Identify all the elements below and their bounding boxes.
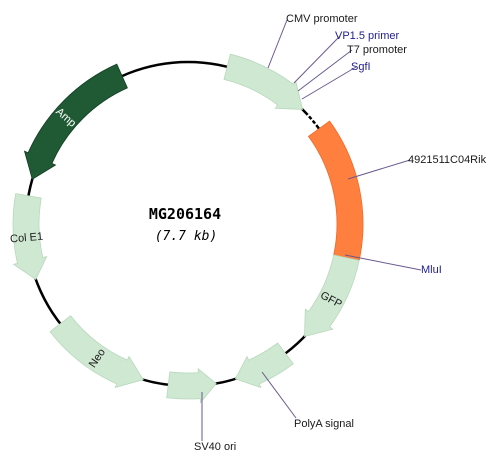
feature-segments [12, 53, 364, 404]
feature-arc-sv40 [166, 367, 217, 404]
feature-arc-polya [234, 342, 294, 389]
callout-line-insert [347, 159, 411, 180]
callout-line-polya [261, 371, 297, 419]
label-vp15-primer: VP1.5 primer [335, 30, 400, 42]
label-cmv-promoter: CMV promoter [286, 13, 358, 25]
callout-lines [201, 19, 422, 441]
callout-line-t7 [297, 49, 353, 92]
site-tick-0 [302, 110, 315, 122]
feature-arc-gfp [304, 254, 360, 338]
label-sv40-ori: SV40 ori [194, 441, 236, 453]
label-polya-signal: PolyA signal [294, 418, 354, 430]
plasmid-name: MG206164 [149, 205, 221, 223]
callout-line-vp15 [293, 35, 341, 84]
feature-arc-cmv [223, 53, 304, 110]
segment-label-cole1: Col E1 [10, 231, 44, 246]
callout-line-sgfi [301, 66, 357, 100]
feature-arc-neo [49, 315, 144, 389]
feature-arc-amp [23, 63, 128, 180]
feature-arc-insert [307, 120, 364, 261]
label-t7-promoter: T7 promoter [347, 44, 407, 56]
feature-arc-cole1 [12, 193, 48, 280]
site-tick-1 [306, 114, 319, 126]
plasmid-size: (7.7 kb) [155, 229, 218, 244]
label-insert: 4921511C04Rik [408, 154, 487, 166]
label-sgfi: SgfI [351, 61, 371, 73]
callout-line-cmv [267, 19, 288, 69]
callout-line-mlui [344, 254, 422, 271]
label-mlui: MluI [421, 264, 442, 276]
site-tick-2 [309, 119, 322, 130]
